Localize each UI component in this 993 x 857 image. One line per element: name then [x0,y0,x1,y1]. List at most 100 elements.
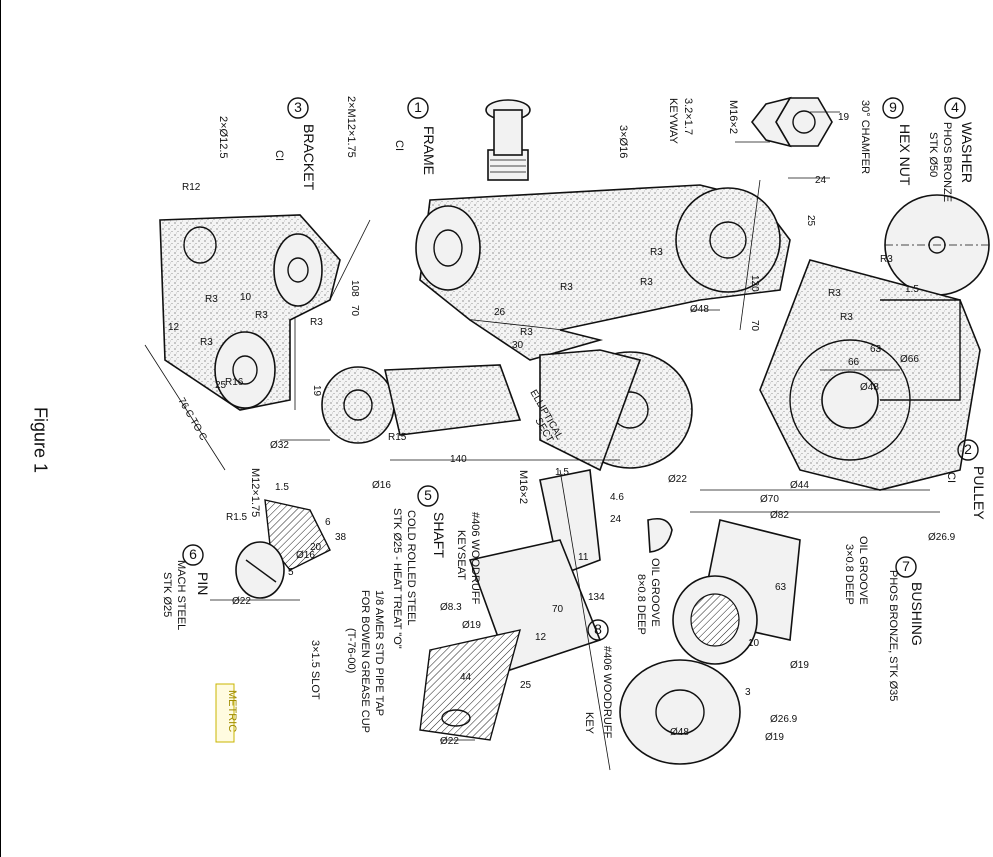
pin-dim-1-5: 1.5 [275,482,289,493]
frame-part: 1 FRAME CI 3×Ø16 3.2×1.7 KEYWAY Ø48 70 1… [270,97,816,491]
frame-dim-r3d: R3 [520,327,533,338]
bracket-dim-25: 25 [215,380,227,391]
bracket-dim-r16: R16 [225,377,244,388]
bushing-part: 7 BUSHING PHOS BRONZE, STK Ø35 OIL GROOV… [619,519,925,765]
woodruff-key-name: #406 WOODRUFF [601,646,613,739]
pulley-dim-63: 63 [870,344,882,355]
shaft-stock: STK Ø25 - HEAT TREAT "O" [391,508,403,649]
shaft-tap-3: (T-76-00) [345,628,357,673]
bracket-name: BRACKET [301,124,317,191]
pin-dim-6: 6 [325,517,331,528]
hex-nut-dim-24: 24 [815,175,827,186]
bushing-material: PHOS BRONZE, STK Ø35 [887,570,899,701]
bracket-dim-r3d: R3 [200,337,213,348]
frame-dim-d22: Ø22 [668,474,687,485]
bushing-dim-d19a: Ø19 [790,660,809,671]
washer-name: WASHER [959,122,975,183]
woodruff-key-part: 8 #406 WOODRUFF KEY OIL GROOVE 8×0.8 DEE… [583,517,673,739]
shaft-part: 5 SHAFT COLD ROLLED STEEL STK Ø25 - HEAT… [345,467,624,771]
shaft-thread: M16×2 [517,470,529,504]
pulley-balloon [957,439,979,461]
shaft-dim-24: 24 [610,514,622,525]
shaft-number: 5 [424,487,432,503]
pulley-dim-r3c: R3 [840,312,853,323]
bushing-oil-groove-1: OIL GROOVE [857,536,869,605]
hex-nut-chamfer: 30° CHAMFER [859,100,871,174]
pin-name: PIN [195,572,211,595]
pulley-dim-d70: Ø70 [760,494,779,505]
bracket-dim-r3c: R3 [310,317,323,328]
pin-dim-d22: Ø22 [232,596,251,607]
frame-dim-d32: Ø32 [270,440,289,451]
hex-nut-dim-19: 19 [838,112,850,123]
hex-nut-thread: M16×2 [727,100,739,134]
frame-dim-19: 19 [311,385,322,397]
metric-badge: METRIC [215,683,238,743]
pin-dim-20: 20 [310,542,322,553]
pulley-dim-r3b: R3 [828,288,841,299]
pin-balloon [182,544,204,566]
pin-slot: 3×1.5 SLOT [309,640,321,700]
hex-nut-balloon [882,97,904,119]
bushing-dim-d26-9: Ø26.9 [770,714,798,725]
pin-part: 6 PIN MACH STEEL STK Ø25 M12×1.75 3×1.5 … [161,468,347,700]
shaft-dim-1-5: 1.5 [555,467,569,478]
frame-balloon [407,97,429,119]
shaft-balloon [417,485,439,507]
bushing-name: BUSHING [909,582,925,646]
washer-balloon [944,97,966,119]
bracket-holes: 2×Ø12.5 [217,116,229,159]
washer-number: 4 [951,99,959,115]
pulley-part: 2 PULLEY CI R3 R3 R3 1.5 63 Ø66 66 Ø48 Ø… [690,254,987,543]
hex-nut-number: 9 [889,99,897,115]
washer-material: PHOS BRONZE [941,122,953,202]
shaft-dim-d22: Ø22 [440,736,459,747]
bushing-balloon [895,556,917,578]
metric-label: METRIC [226,690,238,732]
frame-material: CI [393,140,405,151]
pin-dim-d16: Ø16 [296,550,315,561]
shaft-dim-11: 11 [578,552,589,563]
bracket-dim-10: 10 [240,292,252,303]
frame-dim-30: 30 [512,340,524,351]
shaft-tap-2: FOR BOWEN GREASE CUP [359,590,371,733]
bracket-dim-r3b: R3 [255,310,268,321]
shaft-dim-134: 134 [588,592,605,603]
frame-dim-r15: R15 [388,432,407,443]
hex-nut-name: HEX NUT [897,124,913,186]
bracket-dim-76: 76 C TO C [175,396,208,443]
bracket-dim-r12: R12 [182,182,201,193]
pin-material: MACH STEEL [175,560,187,630]
bushing-dim-d48: Ø48 [670,727,689,738]
bracket-material: CI [273,150,285,161]
bushing-number: 7 [902,558,910,574]
frame-dim-r3a: R3 [560,282,573,293]
frame-dim-d48: Ø48 [690,304,709,315]
pulley-dim-d66: Ø66 [900,354,919,365]
frame-dim-140: 140 [450,454,467,465]
frame-dim-r3c: R3 [650,247,663,258]
key-oil-groove-1: OIL GROOVE [649,558,661,627]
pulley-dim-d82: Ø82 [770,510,789,521]
pin-thread: M12×1.75 [249,468,261,517]
shaft-tap-1: 1/8 AMER STD PIPE TAP [373,590,385,716]
pulley-dim-66: 66 [848,357,860,368]
shaft-dim-4-6: 4.6 [610,492,624,503]
frame-dim-70b: 70 [349,305,360,317]
bushing-dim-3: 3 [745,687,751,698]
pulley-dim-d44: Ø44 [790,480,809,491]
bracket-number: 3 [294,99,302,115]
frame-dim-70: 70 [749,320,760,332]
frame-keyway-size: 3.2×1.7 [682,98,694,135]
pulley-material: CI [945,472,957,483]
bracket-thread: 2×M12×1.75 [345,96,357,158]
pulley-dim-d26-9: Ø26.9 [928,532,956,543]
pin-stock: STK Ø25 [161,572,173,617]
hex-nut-part: 24 19 9 HEX NUT 30° CHAMFER M16×2 [727,96,913,186]
bracket-dim-12: 12 [168,322,180,333]
woodruff-key-label: KEY [583,712,595,735]
key-oil-groove-2: 8×0.8 DEEP [635,574,647,635]
bracket-balloon [287,97,309,119]
bushing-oil-groove-2: 3×0.8 DEEP [843,544,855,605]
